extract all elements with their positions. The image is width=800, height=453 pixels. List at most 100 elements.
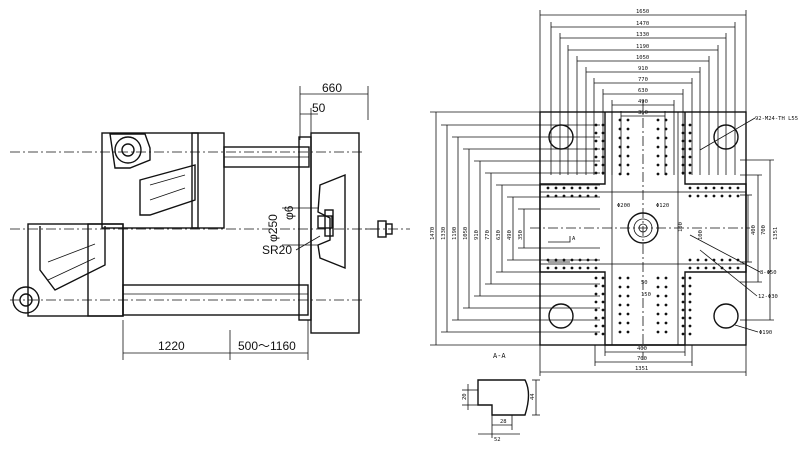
tapped-hole (656, 154, 660, 158)
tapped-hole (656, 321, 660, 325)
tapped-hole (594, 258, 598, 262)
tapped-hole (664, 127, 668, 131)
tapped-hole (688, 171, 692, 175)
tapped-hole (586, 186, 590, 190)
section-mark: A (572, 236, 576, 242)
tapped-hole (704, 258, 708, 262)
tapped-hole (712, 194, 716, 198)
tapped-hole (681, 332, 685, 336)
tapped-hole (594, 316, 598, 320)
platen-view: 1650 1470 1330 1190 1050 910 770 630 490… (430, 9, 798, 376)
tapped-hole (554, 186, 558, 190)
tapped-hole (664, 154, 668, 158)
tapped-hole (594, 324, 598, 328)
tapped-hole (618, 118, 622, 122)
tapped-hole (586, 258, 590, 262)
tapped-hole (664, 136, 668, 140)
tapped-hole (618, 330, 622, 334)
tapped-hole (681, 324, 685, 328)
tapped-hole (594, 163, 598, 167)
phi120-label: Φ120 (656, 203, 669, 209)
tapped-hole (626, 330, 630, 334)
dim-top-6: 770 (638, 77, 648, 83)
dim-sr20: SR20 (262, 243, 292, 257)
tapped-hole (554, 258, 558, 262)
tapped-hole (736, 266, 740, 270)
phi190-label: Φ190 (759, 330, 772, 336)
tapped-hole (720, 258, 724, 262)
tapped-hole (664, 163, 668, 167)
tapped-hole (688, 276, 692, 280)
tapped-hole (656, 330, 660, 334)
tapped-hole (688, 324, 692, 328)
tapped-hole (656, 172, 660, 176)
tapped-hole (681, 292, 685, 296)
tapped-hole (656, 118, 660, 122)
dim-left-7: 490 (507, 230, 513, 240)
tapped-hole (626, 285, 630, 289)
tslot-profile (477, 379, 530, 416)
dim-100-b: 100 (698, 230, 704, 240)
tapped-hole (601, 324, 605, 328)
dim-left-2: 1190 (452, 227, 458, 240)
tapped-hole (594, 147, 598, 151)
tapped-hole (626, 154, 630, 158)
tapped-hole (688, 266, 692, 270)
tapped-hole (618, 127, 622, 131)
tapped-hole (594, 266, 598, 270)
tapped-hole (601, 163, 605, 167)
tapped-hole (618, 136, 622, 140)
tapped-hole (594, 332, 598, 336)
tapped-hole (681, 139, 685, 143)
dim-phi6: φ6 (282, 205, 296, 220)
tapped-hole (696, 186, 700, 190)
tapped-hole (656, 303, 660, 307)
tapped-hole (626, 136, 630, 140)
tapped-hole (696, 266, 700, 270)
tapped-hole (601, 131, 605, 135)
tapped-hole (681, 284, 685, 288)
lower-pin (12, 286, 40, 314)
tapped-hole (656, 294, 660, 298)
tapped-hole (601, 276, 605, 280)
dim-100-a: 100 (678, 222, 684, 232)
tie-bar-hole-tr (713, 124, 739, 150)
dim-52: 52 (494, 437, 501, 443)
dim-top-4: 1050 (636, 55, 649, 61)
dim-1220: 1220 (158, 339, 185, 353)
tapped-hole (728, 258, 732, 262)
dim-top-7: 630 (638, 88, 648, 94)
dim-top-1: 1470 (636, 21, 649, 27)
tapped-hole (656, 145, 660, 149)
n12phi30-label: 12-Φ30 (758, 294, 778, 300)
upper-pin (114, 136, 142, 164)
tapped-hole (601, 155, 605, 159)
tapped-hole (618, 303, 622, 307)
tapped-hole (696, 258, 700, 262)
tapped-hole (601, 300, 605, 304)
dim-top-0: 1650 (636, 9, 649, 15)
tapped-hole (546, 266, 550, 270)
tapped-hole (664, 294, 668, 298)
tapped-hole (712, 186, 716, 190)
tapped-hole (562, 258, 566, 262)
tapped-hole (664, 321, 668, 325)
dim-28: 28 (500, 419, 507, 425)
tapped-hole (601, 308, 605, 312)
tapped-hole (594, 292, 598, 296)
tapped-hole (618, 321, 622, 325)
tapped-hole (681, 155, 685, 159)
tapped-hole (626, 172, 630, 176)
tapped-hole (618, 154, 622, 158)
dim-right-0: 400 (751, 225, 757, 235)
tapped-hole (618, 294, 622, 298)
tapped-hole (656, 312, 660, 316)
tapped-hole (664, 145, 668, 149)
tie-bar-hole-tl (548, 124, 574, 150)
n8phi50-label: 8-Φ50 (760, 270, 777, 276)
dim-50: 50 (312, 101, 326, 115)
dim-top-2: 1330 (636, 32, 649, 38)
tapped-hole (594, 155, 598, 159)
tapped-hole (681, 308, 685, 312)
tapped-hole (570, 266, 574, 270)
